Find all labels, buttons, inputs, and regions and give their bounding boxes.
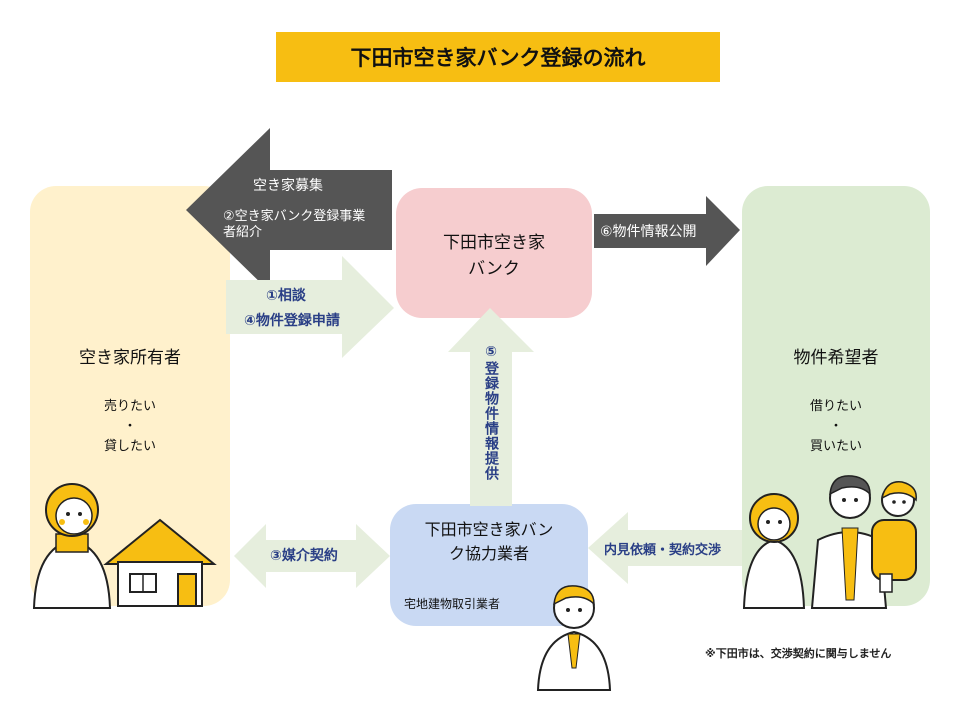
provide-arrow <box>448 308 534 506</box>
provide-label: ⑤登録物件情報提供 <box>483 344 499 481</box>
introduce-label-line1: ②空き家バンク登録事業 <box>223 209 366 224</box>
partner-name: 下田市空き家バン ク協力業者 <box>390 518 588 566</box>
owner-name: 空き家所有者 <box>79 348 181 368</box>
partner-name-line1: 下田市空き家バン <box>424 520 554 539</box>
register-label: ④物件登録申請 <box>244 313 340 329</box>
bank-name-line1: 下田市空き家 <box>443 233 545 253</box>
recruit-arrow <box>186 128 392 292</box>
disclaimer-note: ※下田市は、交渉契約に関与しません <box>705 647 892 660</box>
viewing-arrow <box>588 512 742 584</box>
seeker-want-buy: 買いたい <box>809 439 862 454</box>
owner-person-icon <box>32 483 112 609</box>
partner-name-line2: ク協力業者 <box>448 544 529 563</box>
consult-arrow <box>226 256 394 358</box>
owner-wants: 売りたい ・ 貸したい <box>30 397 230 457</box>
bank-name: 下田市空き家 バンク <box>396 230 592 282</box>
bank-box <box>396 188 592 318</box>
seeker-name: 物件希望者 <box>793 348 879 368</box>
house-icon <box>103 518 217 607</box>
family-icon <box>742 475 917 609</box>
contract-arrow <box>234 524 390 588</box>
bank-name-line2: バンク <box>468 259 520 279</box>
seeker-want-separator: ・ <box>829 419 843 434</box>
consult-label: ①相談 <box>266 288 306 304</box>
owner-want-separator: ・ <box>123 419 137 434</box>
recruit-label: 空き家募集 <box>253 178 323 194</box>
page-title: 下田市空き家バンク登録の流れ <box>276 32 720 82</box>
introduce-label-line2: 者紹介 <box>223 225 263 240</box>
agent-person-icon <box>536 585 612 691</box>
viewing-label: 内見依頼・契約交渉 <box>604 543 722 558</box>
owner-want-sell: 売りたい <box>103 399 156 414</box>
seeker-wants: 借りたい ・ 買いたい <box>742 397 930 457</box>
publish-arrow <box>594 196 740 266</box>
publish-label: ⑥物件情報公開 <box>600 224 697 240</box>
owner-want-rent: 貸したい <box>103 439 156 454</box>
seeker-want-borrow: 借りたい <box>809 399 862 414</box>
partner-sub: 宅地建物取引業者 <box>404 597 501 611</box>
contract-label: ③媒介契約 <box>270 548 338 564</box>
introduce-label: ②空き家バンク登録事業 者紹介 <box>223 209 393 241</box>
